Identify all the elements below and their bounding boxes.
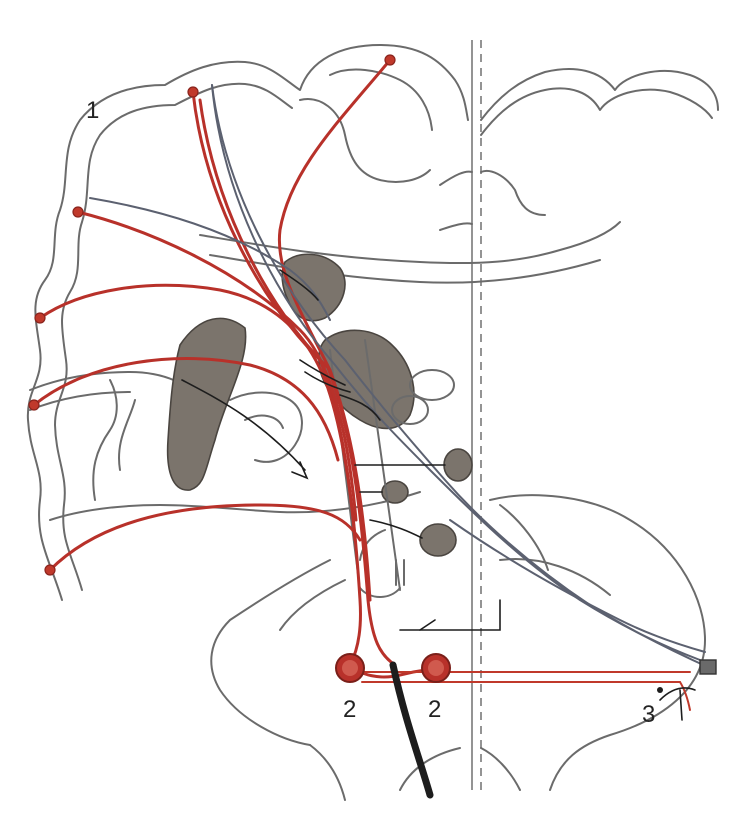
label-periphery: 3 — [642, 701, 655, 728]
label-cortex: 1 — [86, 97, 99, 124]
caudate-nucleus — [282, 254, 345, 320]
label-nucleus-left: 2 — [343, 696, 356, 723]
cortical-neurons — [29, 55, 395, 575]
brainstem-outline — [211, 495, 705, 800]
midline — [472, 40, 481, 790]
putamen — [168, 318, 246, 490]
substantia-nigra — [420, 524, 456, 556]
cerebral-cortex-outline — [28, 45, 718, 600]
label-nucleus-right: 2 — [428, 696, 441, 723]
subthalamic-nucleus — [444, 449, 472, 481]
